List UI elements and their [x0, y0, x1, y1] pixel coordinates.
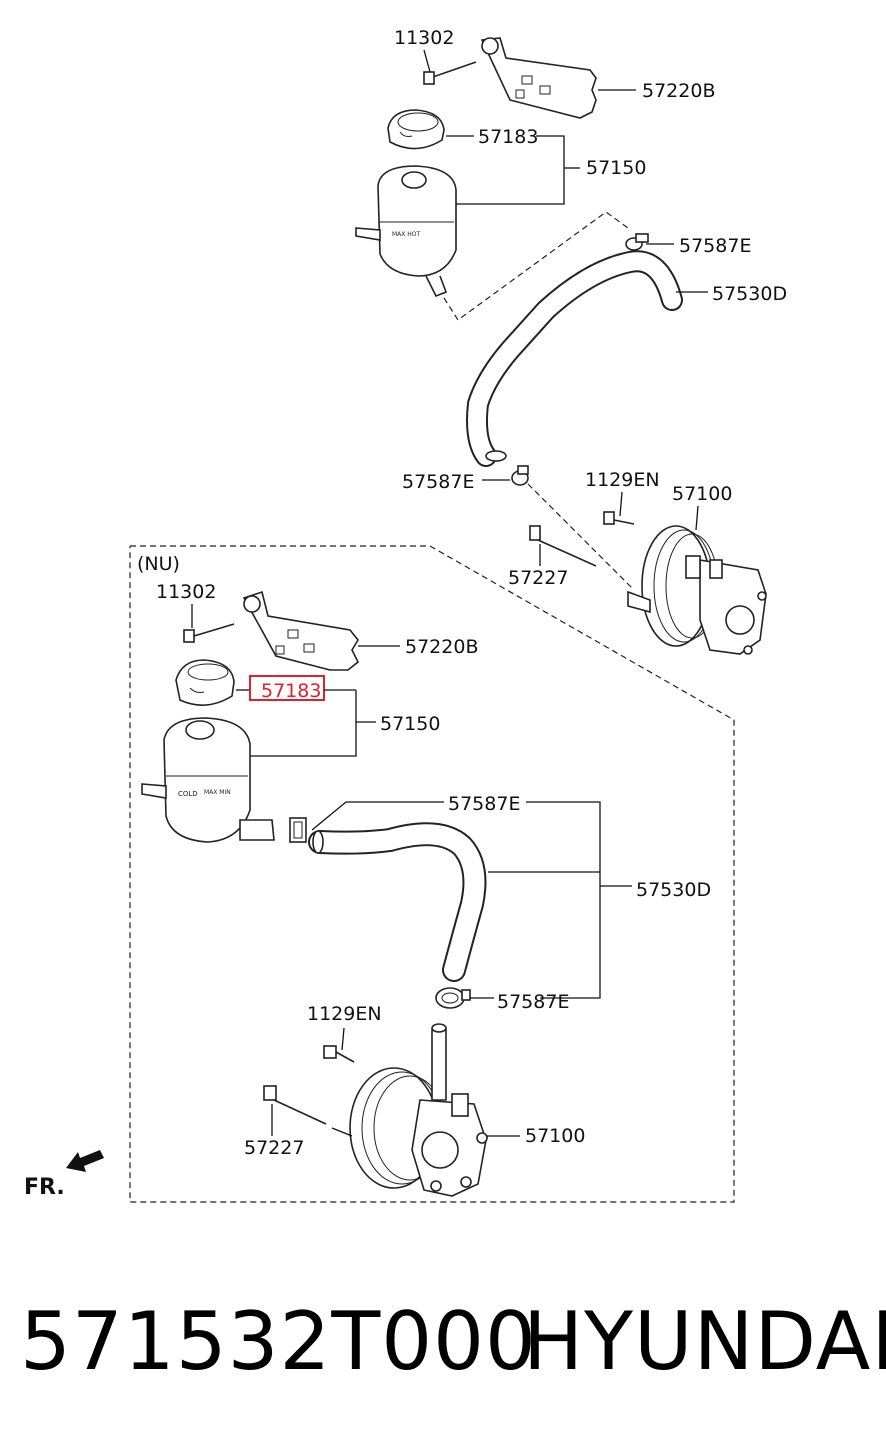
hose-57530d-upper	[466, 250, 683, 467]
reservoir-57150-upper: MAX HOT	[355, 165, 457, 298]
bolt-57227-nu	[263, 1085, 327, 1125]
label-57183-nu-highlighted[interactable]: 57183	[261, 680, 321, 702]
nu-section: (NU) 11302 57220B 57183	[129, 545, 735, 1203]
svg-text:MAX HOT: MAX HOT	[392, 231, 421, 238]
label-11302-nu: 11302	[156, 581, 216, 603]
bracket-57220b-nu	[242, 590, 360, 671]
svg-text:COLD: COLD	[178, 790, 198, 798]
label-57587e-upper-top: 57587E	[679, 235, 751, 257]
bolt-11302-upper	[423, 61, 477, 85]
label-57183-upper: 57183	[478, 126, 538, 148]
label-57220b-nu: 57220B	[405, 636, 478, 658]
pump-57100-nu	[349, 1023, 488, 1197]
label-57227-nu: 57227	[244, 1137, 304, 1159]
label-57227-upper: 57227	[508, 567, 568, 589]
cap-57183-nu	[175, 659, 235, 706]
clamp-57587e-upper-top	[625, 233, 649, 251]
label-57150-upper: 57150	[586, 157, 646, 179]
front-direction-indicator: FR.	[24, 1150, 104, 1200]
label-57530d-upper: 57530D	[712, 283, 787, 305]
bolt-57227-upper	[529, 525, 597, 567]
label-57587e-nu-top: 57587E	[448, 793, 520, 815]
brand-name: HYUNDAI	[523, 1295, 886, 1388]
front-arrow-icon	[66, 1150, 104, 1172]
label-1129en-nu: 1129EN	[307, 1003, 382, 1025]
hose-57530d-nu	[308, 822, 487, 982]
label-57587e-upper-low: 57587E	[402, 471, 474, 493]
label-57100-upper: 57100	[672, 483, 732, 505]
label-1129en-upper: 1129EN	[585, 469, 660, 491]
label-57220b-upper: 57220B	[642, 80, 715, 102]
cap-57183-upper	[387, 109, 445, 150]
nu-section-title: (NU)	[137, 553, 180, 575]
bolt-1129en-upper	[603, 511, 635, 525]
reservoir-57150-nu: COLD MAX MIN	[141, 717, 275, 843]
label-57587e-nu-low: 57587E	[497, 991, 569, 1013]
bolt-11302-nu	[183, 623, 235, 643]
parts-diagram: 11302 57220B 57183 MAX HOT 5	[24, 27, 787, 1203]
label-57100-nu: 57100	[525, 1125, 585, 1147]
pump-57100-upper	[627, 525, 767, 655]
footer: 571532T000 HYUNDAI	[0, 1295, 886, 1405]
clamp-57587e-nu-top	[289, 817, 307, 843]
part-number: 571532T000	[20, 1295, 537, 1388]
label-11302-upper: 11302	[394, 27, 454, 49]
clamp-57587e-nu-low	[435, 987, 471, 1009]
label-57150-nu: 57150	[380, 713, 440, 735]
upper-assembly: 11302 57220B 57183 MAX HOT 5	[355, 27, 787, 655]
highlight-box-57183	[249, 675, 325, 701]
fr-label: FR.	[24, 1175, 65, 1200]
bracket-57220b-upper	[480, 37, 597, 119]
clamp-57587e-upper-low	[511, 465, 529, 486]
svg-text:MAX MIN: MAX MIN	[204, 789, 231, 796]
bolt-1129en-nu	[323, 1045, 355, 1063]
label-57530d-nu: 57530D	[636, 879, 711, 901]
